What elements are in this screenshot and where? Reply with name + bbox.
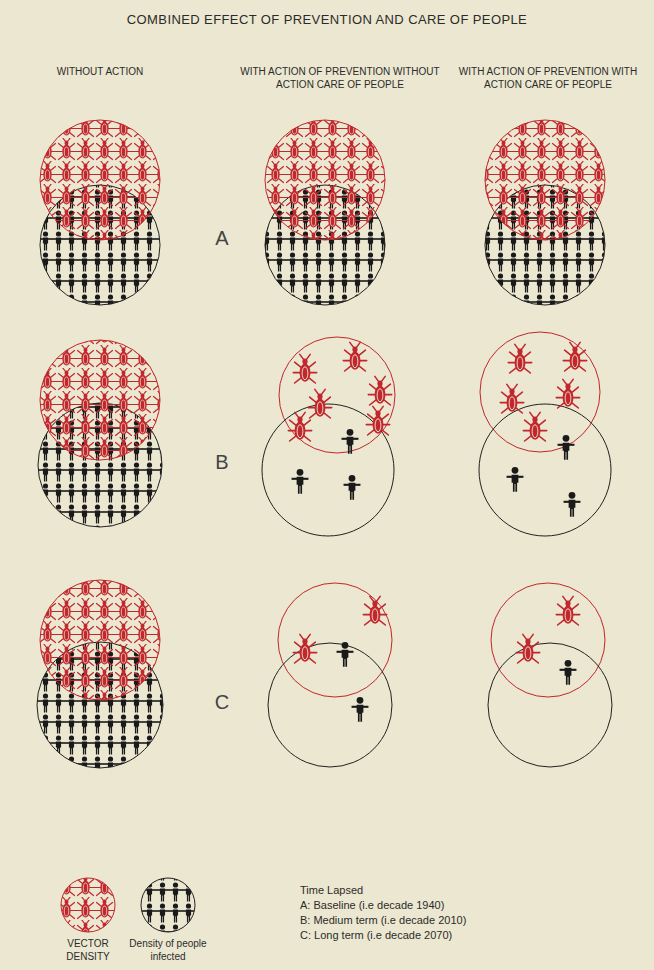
vector-bug	[523, 412, 546, 441]
column-header: WITH ACTION OF PREVENTION WITH ACTION CA…	[448, 66, 648, 91]
person-figure	[344, 475, 361, 500]
vector-bug	[363, 596, 386, 625]
sparse-group	[268, 583, 392, 767]
legend-text: VECTOR DENSITY	[57, 938, 119, 963]
people-circle	[268, 643, 392, 767]
diagram-title: COMBINED EFFECT OF PREVENTION AND CARE O…	[17, 12, 637, 28]
people-circle	[488, 643, 612, 767]
time-note: B: Medium term (i.e decade 2010)	[300, 914, 600, 928]
sparse-group	[488, 583, 612, 767]
row-letter: C	[205, 690, 239, 715]
column-header: WITHOUT ACTION	[25, 66, 175, 79]
legend-samples	[61, 878, 195, 932]
person-figure	[337, 642, 354, 667]
vector-circle	[40, 340, 160, 460]
vector-circle	[480, 332, 600, 452]
vector-circle	[265, 120, 385, 240]
vector-bug	[368, 376, 391, 405]
column-header: WITH ACTION OF PREVENTION WITHOUT ACTION…	[240, 66, 440, 91]
vector-legend-sample	[61, 878, 115, 932]
vector-circle	[40, 580, 160, 700]
row-letter: B	[205, 450, 239, 475]
time-note: C: Long term (i.e decade 2070)	[300, 929, 600, 943]
vector-bug	[563, 342, 586, 371]
person-figure	[342, 429, 359, 454]
dense-group	[265, 120, 605, 305]
person-figure	[558, 435, 575, 460]
person-figure	[352, 697, 369, 722]
row-letter: A	[205, 226, 239, 251]
vector-bug	[516, 634, 539, 663]
people-legend-sample	[141, 878, 195, 932]
vector-bug	[343, 342, 366, 371]
vector-circle	[491, 583, 605, 697]
person-figure	[507, 467, 524, 492]
sparse-group	[262, 337, 395, 536]
vector-bug	[293, 354, 316, 383]
vector-bug	[556, 596, 579, 625]
vector-bug	[508, 344, 531, 373]
vector-bug	[308, 389, 331, 418]
person-figure	[560, 660, 577, 685]
vector-bug	[500, 384, 523, 413]
vector-bug	[556, 379, 579, 408]
person-figure	[564, 492, 581, 517]
vector-bug	[366, 406, 389, 435]
vector-circle	[278, 583, 392, 697]
legend-text: Density of people infected	[126, 938, 210, 963]
sparse-group	[479, 332, 611, 536]
vector-bug	[293, 634, 316, 663]
vector-bug	[288, 412, 311, 441]
time-note: Time Lapsed	[300, 884, 600, 898]
person-figure	[292, 469, 309, 494]
people-circle	[262, 404, 394, 536]
dense-group	[37, 120, 163, 768]
vector-circle	[279, 337, 395, 453]
time-note: A: Baseline (i.e decade 1940)	[300, 899, 600, 913]
people-circle	[479, 404, 611, 536]
vector-circle	[40, 120, 160, 240]
vector-circle	[485, 120, 605, 240]
